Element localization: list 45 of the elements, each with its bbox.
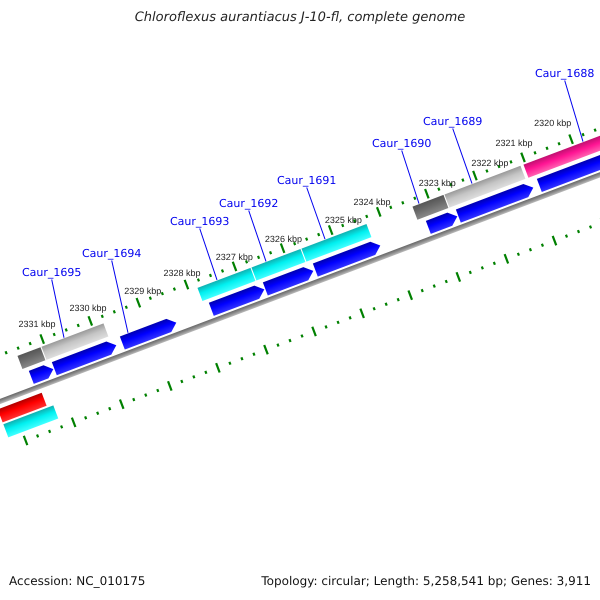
gene-label: Caur_1691 (277, 174, 336, 187)
scale-label: 2321 kbp (496, 138, 533, 148)
leader-line (111, 260, 128, 334)
genome-info-text: Topology: circular; Length: 5,258,541 bp; Genes: 3,911 (261, 574, 591, 588)
scale-label: 2323 kbp (418, 178, 456, 188)
scale-label: 2327 kbp (216, 252, 253, 262)
gene-bar (3, 405, 58, 438)
gene-label: Caur_1688 (535, 67, 594, 80)
leader-line (248, 210, 266, 262)
scale-label: 2328 kbp (164, 268, 201, 278)
accession-text: Accession: NC_010175 (9, 574, 146, 588)
leader-line (199, 228, 218, 280)
scale-label: 2324 kbp (354, 196, 391, 208)
coding-region-shape (456, 184, 534, 223)
gene-bar (251, 248, 306, 281)
coding-region-shape (312, 242, 380, 277)
gene-label: Caur_1689 (423, 115, 482, 128)
scale-label: 2320 kbp (534, 118, 572, 128)
gene-label: Caur_1690 (372, 137, 432, 150)
gene-label: Caur_1695 (22, 266, 82, 279)
scale-label: 2331 kbp (18, 318, 56, 330)
title: Chloroflexus aurantiacus J-10-fl, complete genome (134, 10, 466, 25)
coding-region-shape (208, 286, 264, 316)
leader-line (401, 150, 420, 204)
leader-line (51, 279, 64, 338)
leader-line (564, 80, 584, 142)
scale-label: 2330 kbp (70, 302, 107, 314)
scale-label: 2322 kbp (471, 158, 508, 168)
coding-region-shape (28, 365, 54, 384)
gene-label: Caur_1694 (82, 247, 142, 260)
gene-bar (17, 347, 46, 369)
coding-region-shape (120, 318, 176, 350)
gene-bar (301, 224, 372, 262)
coding-region-shape (426, 212, 458, 234)
scale-label: 2326 kbp (264, 234, 302, 244)
leader-line (452, 128, 472, 184)
coding-region-shape (52, 342, 116, 376)
gene-bar (412, 194, 448, 220)
gene-bar (0, 392, 47, 422)
scale-label: 2329 kbp (124, 286, 162, 296)
gene-label: Caur_1692 (219, 197, 278, 210)
coding-region-shape (262, 267, 314, 296)
scale-label: 2325 kbp (324, 214, 362, 226)
gene-label: Caur_1693 (170, 215, 230, 228)
leader-line (306, 187, 326, 240)
